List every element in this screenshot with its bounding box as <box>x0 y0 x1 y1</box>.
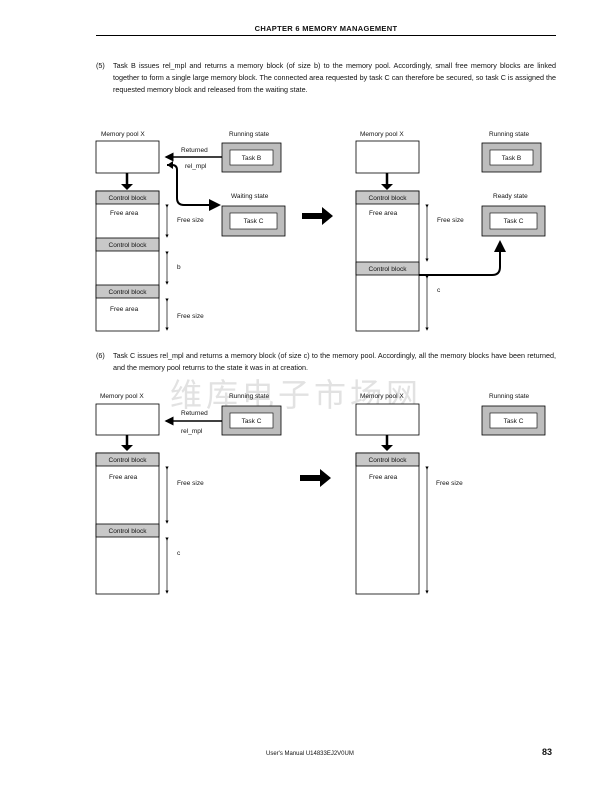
memory-pool-body <box>355 190 420 332</box>
task-c-label: Task C <box>244 218 264 225</box>
task-b-label: Task B <box>242 155 262 162</box>
memory-pool-header-box <box>355 140 420 174</box>
running-state-label: Running state <box>229 131 269 138</box>
free-area-label: Free area <box>369 474 398 481</box>
control-block-label: Control block <box>369 457 408 464</box>
ready-state-label: Ready state <box>493 193 528 200</box>
control-block-label: Control block <box>109 457 148 464</box>
memory-pool-x-label: Memory pool X <box>360 393 404 400</box>
transition-arrow <box>302 207 333 225</box>
size-b-label: b <box>177 264 181 271</box>
task-c-label: Task C <box>504 218 524 225</box>
returned-label: Returned <box>181 410 208 417</box>
control-block <box>355 190 420 205</box>
running-state-label: Running state <box>489 131 529 138</box>
control-block-label: Control block <box>109 289 148 296</box>
free-size-label: Free size <box>177 480 204 487</box>
control-block-label: Control block <box>109 528 148 535</box>
task-c-box <box>489 212 538 230</box>
section-6-text: Task C issues rel_mpl and returns a memo… <box>113 351 556 372</box>
control-block <box>95 190 160 205</box>
memory-pool-body <box>355 452 420 595</box>
control-block-label: Control block <box>109 242 148 249</box>
control-block <box>95 523 160 538</box>
running-state-label: Running state <box>489 393 529 400</box>
section-5-text: Task B issues rel_mpl and returns a memo… <box>113 61 556 94</box>
page-number: 83 <box>542 747 553 757</box>
memory-pool-header-box <box>355 403 420 436</box>
transition-arrow <box>300 469 331 487</box>
task-c-box <box>229 412 274 429</box>
task-b-box <box>229 149 274 166</box>
section-6-number: (6) <box>96 351 105 360</box>
section-6-paragraph: (6) Task C issues rel_mpl and returns a … <box>96 350 556 374</box>
link-arrow <box>167 164 221 211</box>
free-area-label: Free area <box>369 210 398 217</box>
free-size-label: Free size <box>437 217 464 224</box>
task-c-label: Task C <box>504 418 524 425</box>
control-block <box>95 237 160 252</box>
control-block-label: Control block <box>369 195 408 202</box>
footer-manual-code: User's Manual U14833EJ2V0UM <box>266 751 354 757</box>
free-size-label: Free size <box>436 480 463 487</box>
control-block-label: Control block <box>109 195 148 202</box>
memory-pool-header-box <box>95 140 160 174</box>
chapter-header: CHAPTER 6 MEMORY MANAGEMENT <box>254 24 398 33</box>
running-state-label: Running state <box>229 393 269 400</box>
control-block <box>355 261 420 276</box>
memory-pool-x-label: Memory pool X <box>360 131 404 138</box>
task-c-box <box>229 212 278 230</box>
control-block <box>95 452 160 467</box>
memory-pool-body <box>95 190 160 332</box>
memory-pool-x-label: Memory pool X <box>100 393 144 400</box>
free-size-label: Free size <box>177 313 204 320</box>
size-c-label: c <box>437 287 441 294</box>
free-area-label: Free area <box>109 474 138 481</box>
task-b-label: Task B <box>502 155 522 162</box>
control-block <box>355 452 420 467</box>
free-size-label: Free size <box>177 217 204 224</box>
waiting-state-label: Waiting state <box>231 193 269 200</box>
control-block <box>95 284 160 299</box>
header-rule <box>96 35 556 36</box>
task-c-box <box>489 412 538 429</box>
memory-pool-header-box <box>95 403 160 436</box>
rel-mpl-label: rel_mpl <box>181 428 203 435</box>
returned-label: Returned <box>181 147 208 154</box>
control-block-label: Control block <box>369 266 408 273</box>
assign-arrow <box>419 240 506 276</box>
section-5-number: (5) <box>96 61 105 70</box>
section-5-paragraph: (5) Task B issues rel_mpl and returns a … <box>96 60 556 96</box>
task-b-box <box>489 149 534 166</box>
rel-mpl-label: rel_mpl <box>185 163 207 170</box>
task-c-label: Task C <box>242 418 262 425</box>
size-c-label: c <box>177 550 181 557</box>
free-area-label: Free area <box>110 306 139 313</box>
free-area-label: Free area <box>110 210 139 217</box>
memory-pool-x-label: Memory pool X <box>101 131 145 138</box>
